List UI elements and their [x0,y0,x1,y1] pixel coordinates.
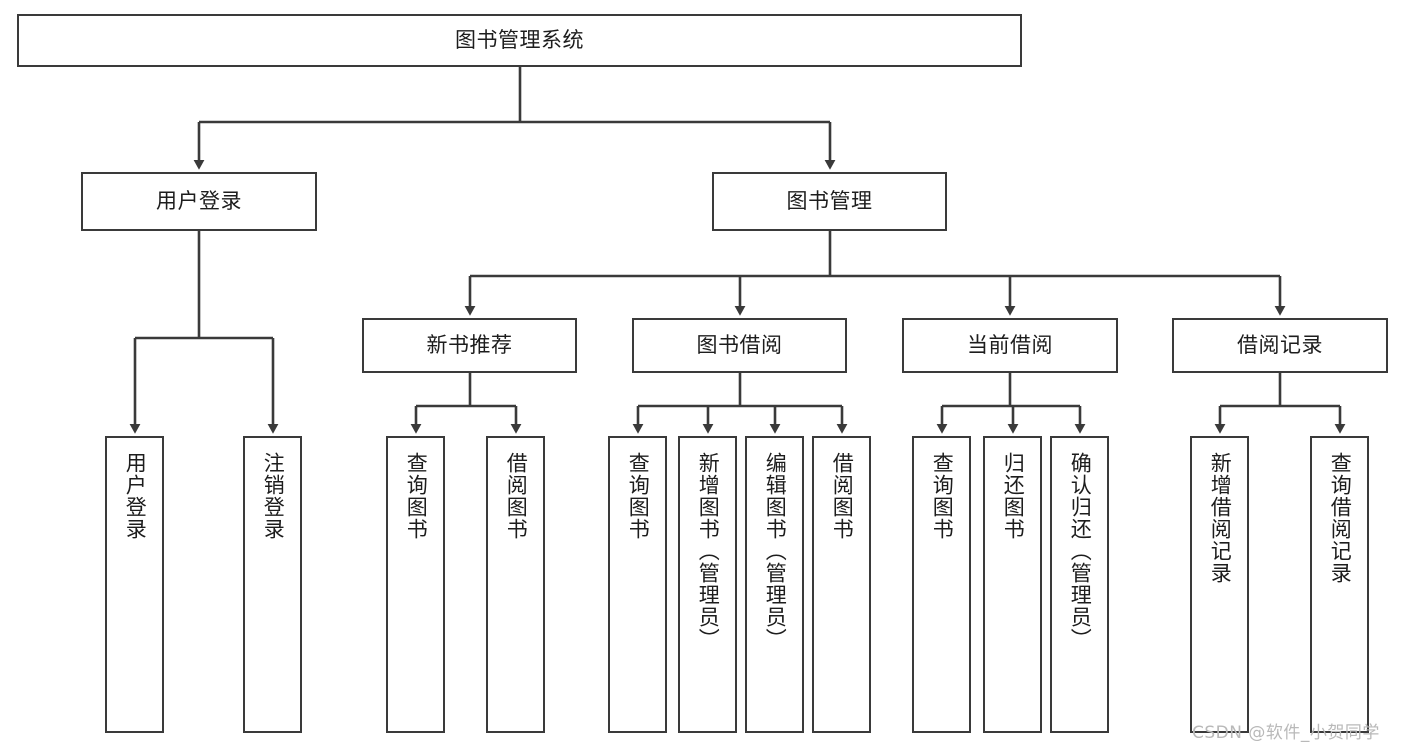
node-label: 归还图书 [1001,452,1026,540]
node-label: 注销登录 [261,452,286,540]
node-leaf-rec-add-record[interactable]: 新增借阅记录 [1190,436,1249,733]
node-label: 图书管理 [786,188,873,213]
node-label: 查询借阅记录 [1328,452,1353,584]
node-leaf-rec-borrow-book[interactable]: 借阅图书 [486,436,545,733]
node-label: 用户登录 [123,452,148,540]
node-label: 查询图书 [930,452,955,540]
node-leaf-borrow-lend-book[interactable]: 借阅图书 [812,436,871,733]
node-label: 图书管理系统 [455,27,584,52]
node-leaf-borrow-edit-book[interactable]: 编辑图书（管理员） [745,436,804,733]
node-leaf-rec-query-book[interactable]: 查询图书 [386,436,445,733]
node-leaf-cur-query-book[interactable]: 查询图书 [912,436,971,733]
node-label: 借阅图书 [830,452,855,540]
node-l2-user-login[interactable]: 用户登录 [81,172,317,231]
node-root[interactable]: 图书管理系统 [17,14,1022,67]
node-label: 查询图书 [626,452,651,540]
node-label: 借阅记录 [1237,332,1323,357]
node-label: 编辑图书（管理员） [763,452,788,650]
node-label: 用户登录 [156,188,242,213]
node-l3-current-borrow[interactable]: 当前借阅 [902,318,1118,373]
node-label: 查询图书 [404,452,429,540]
node-l3-book-borrow[interactable]: 图书借阅 [632,318,847,373]
node-leaf-rec-query-record[interactable]: 查询借阅记录 [1310,436,1369,733]
node-leaf-borrow-add-book[interactable]: 新增图书（管理员） [678,436,737,733]
node-leaf-cur-confirm-return[interactable]: 确认归还（管理员） [1050,436,1109,733]
node-label: 借阅图书 [504,452,529,540]
node-leaf-cur-return-book[interactable]: 归还图书 [983,436,1042,733]
node-leaf-borrow-query-book[interactable]: 查询图书 [608,436,667,733]
csdn-watermark: CSDN @软件_小贺同学 [1192,723,1380,743]
node-label: 确认归还（管理员） [1068,452,1093,650]
node-l2-book-manage[interactable]: 图书管理 [712,172,947,231]
node-leaf-user-login[interactable]: 用户登录 [105,436,164,733]
node-l3-borrow-record[interactable]: 借阅记录 [1172,318,1388,373]
node-label: 当前借阅 [967,332,1053,357]
node-l3-new-book-rec[interactable]: 新书推荐 [362,318,577,373]
node-leaf-user-logout[interactable]: 注销登录 [243,436,302,733]
node-label: 新书推荐 [426,332,513,357]
node-label: 新增图书（管理员） [696,452,721,650]
node-label: 图书借阅 [696,332,783,357]
node-label: 新增借阅记录 [1208,452,1233,584]
